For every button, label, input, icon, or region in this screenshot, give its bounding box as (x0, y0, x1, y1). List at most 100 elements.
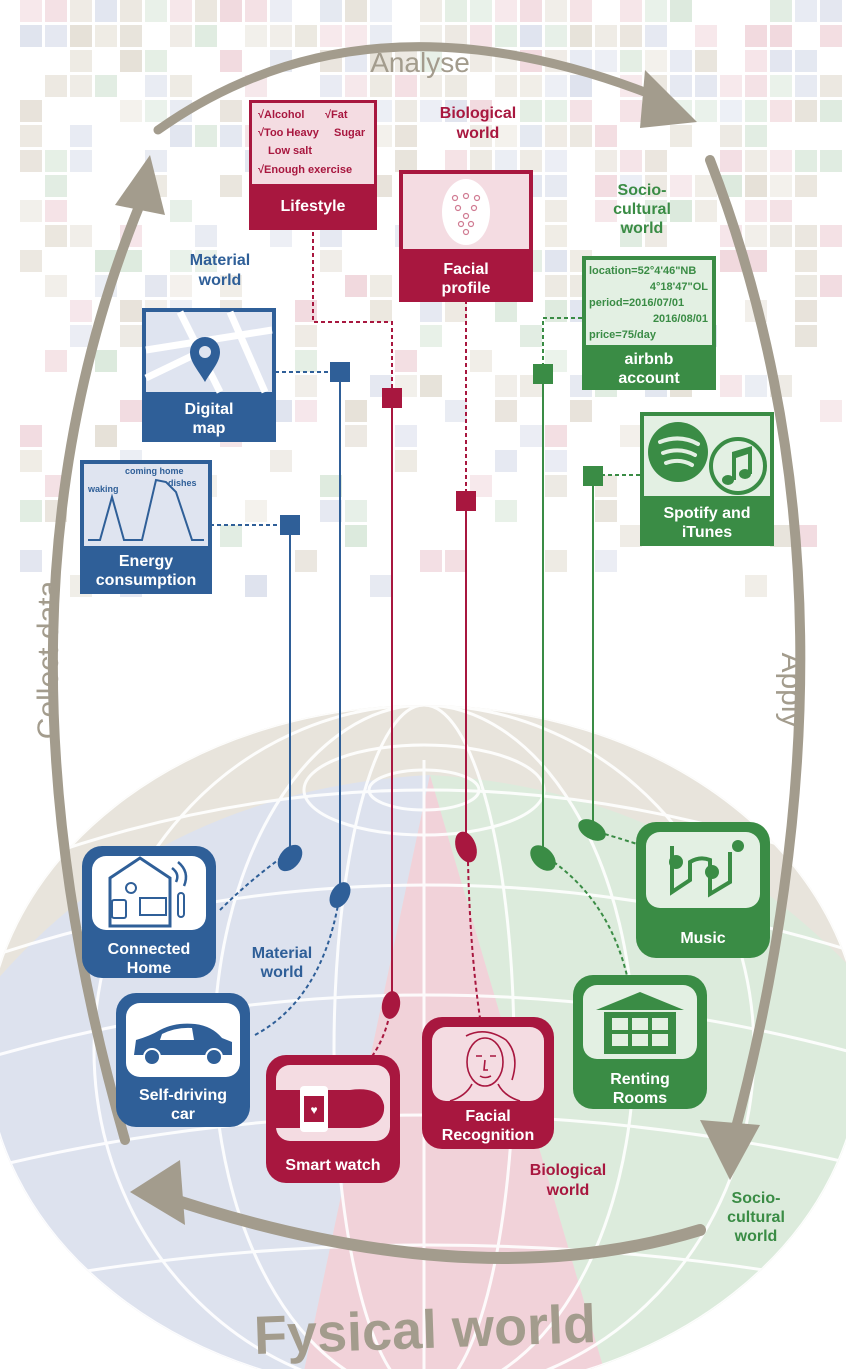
collect-data-label: Collect data (32, 580, 65, 739)
mosaic-tile (445, 550, 467, 572)
mosaic-tile (745, 50, 767, 72)
material-world-bottom-line2: world (260, 964, 304, 981)
mosaic-tile (445, 300, 467, 322)
mosaic-tile (770, 50, 792, 72)
mosaic-tile (545, 25, 567, 47)
mosaic-tile (120, 325, 142, 347)
lifestyle-item-too-heavy: √Too Heavy (258, 127, 320, 139)
mosaic-tile (420, 300, 442, 322)
mosaic-tile (770, 200, 792, 222)
sociocultural-world-bottom-line2: cultural (727, 1209, 785, 1226)
energy-title-line1: Energy (119, 553, 173, 570)
device-nodes (277, 819, 606, 1019)
mosaic-tile (120, 25, 142, 47)
mosaic-tile (745, 375, 767, 397)
mosaic-tile (520, 125, 542, 147)
mosaic-tile (445, 75, 467, 97)
mosaic-tile (445, 25, 467, 47)
mosaic-tile (545, 425, 567, 447)
mosaic-tile (170, 200, 192, 222)
mosaic-tile (520, 425, 542, 447)
mosaic-tile (220, 0, 242, 22)
tv-icon (139, 897, 167, 916)
mosaic-tile (520, 100, 542, 122)
mosaic-tile (795, 50, 817, 72)
mosaic-tile (270, 0, 292, 22)
mosaic-tile (545, 200, 567, 222)
energy-curve (88, 478, 204, 541)
mosaic-tile (245, 575, 267, 597)
mosaic-tile (420, 375, 442, 397)
mosaic-tile (395, 150, 417, 172)
ellipse-renting-rooms (530, 845, 556, 871)
bulb-icon (125, 882, 137, 894)
face-portrait-icon (449, 1031, 521, 1102)
mosaic-tile (170, 275, 192, 297)
mosaic-tile (545, 300, 567, 322)
mosaic-tile (470, 125, 492, 147)
mosaic-tile (95, 25, 117, 47)
material-world-top-line1: Material (190, 252, 250, 269)
mosaic-tile (670, 175, 692, 197)
mosaic-tile (795, 0, 817, 22)
mosaic-tile (820, 150, 842, 172)
mosaic-tile (545, 450, 567, 472)
mosaic-tile (70, 325, 92, 347)
renting-rooms-label-line2: Rooms (613, 1090, 667, 1107)
mosaic-tile (345, 275, 367, 297)
mosaic-tile (470, 0, 492, 22)
self-driving-car-device: Self-driving car (116, 993, 250, 1127)
mosaic-tile (770, 225, 792, 247)
mosaic-tile (295, 300, 317, 322)
mosaic-tile (295, 400, 317, 422)
mosaic-tile (770, 525, 792, 547)
mosaic-tile (620, 425, 642, 447)
mosaic-tile (545, 0, 567, 22)
mosaic-tile (620, 25, 642, 47)
mosaic-tile (620, 100, 642, 122)
airbnb-price: price=75/day (589, 329, 657, 341)
arrow-heads (115, 70, 760, 1225)
lifestyle-item-sugar: Sugar (334, 127, 366, 139)
sociocultural-world-bottom-line3: world (734, 1228, 778, 1245)
mosaic-tile (520, 150, 542, 172)
connectors (210, 232, 641, 1063)
mosaic-tile (470, 150, 492, 172)
apply-label: Apply (775, 652, 808, 727)
mosaic-tile (195, 0, 217, 22)
mosaic-tile (45, 175, 67, 197)
mosaic-tile (670, 75, 692, 97)
mosaic-tile (445, 0, 467, 22)
mosaic-tile (495, 400, 517, 422)
mosaic-tile (545, 475, 567, 497)
mosaic-tile (495, 75, 517, 97)
mosaic-tile (695, 175, 717, 197)
mosaic-tile (795, 75, 817, 97)
mosaic-tile (745, 225, 767, 247)
data-nodes (280, 362, 603, 535)
mosaic-tile (345, 75, 367, 97)
mosaic-tile (720, 100, 742, 122)
energy-label-coming-home: coming home (125, 466, 184, 476)
mosaic-tile (470, 100, 492, 122)
mosaic-tile (320, 250, 342, 272)
mosaic-tile (770, 75, 792, 97)
mosaic-tile (545, 150, 567, 172)
mosaic-tile (195, 250, 217, 272)
mosaic-tile (820, 25, 842, 47)
mosaic-tile (695, 25, 717, 47)
mosaic-tile (620, 525, 642, 547)
node-facial-profile (456, 491, 476, 511)
mosaic-tile (145, 0, 167, 22)
mosaic-tile (270, 225, 292, 247)
world-labels-bottom: Material world Biological world Socio- c… (252, 945, 785, 1245)
lifestyle-item-fat: √Fat (325, 109, 348, 121)
mosaic-tile (695, 100, 717, 122)
mosaic-tile (120, 100, 142, 122)
lifestyle-title: Lifestyle (281, 198, 346, 215)
sociocultural-world-top-line1: Socio- (618, 182, 667, 199)
mosaic-tile (170, 75, 192, 97)
mosaic-tile (495, 0, 517, 22)
biological-world-bottom-line1: Biological (530, 1162, 606, 1179)
